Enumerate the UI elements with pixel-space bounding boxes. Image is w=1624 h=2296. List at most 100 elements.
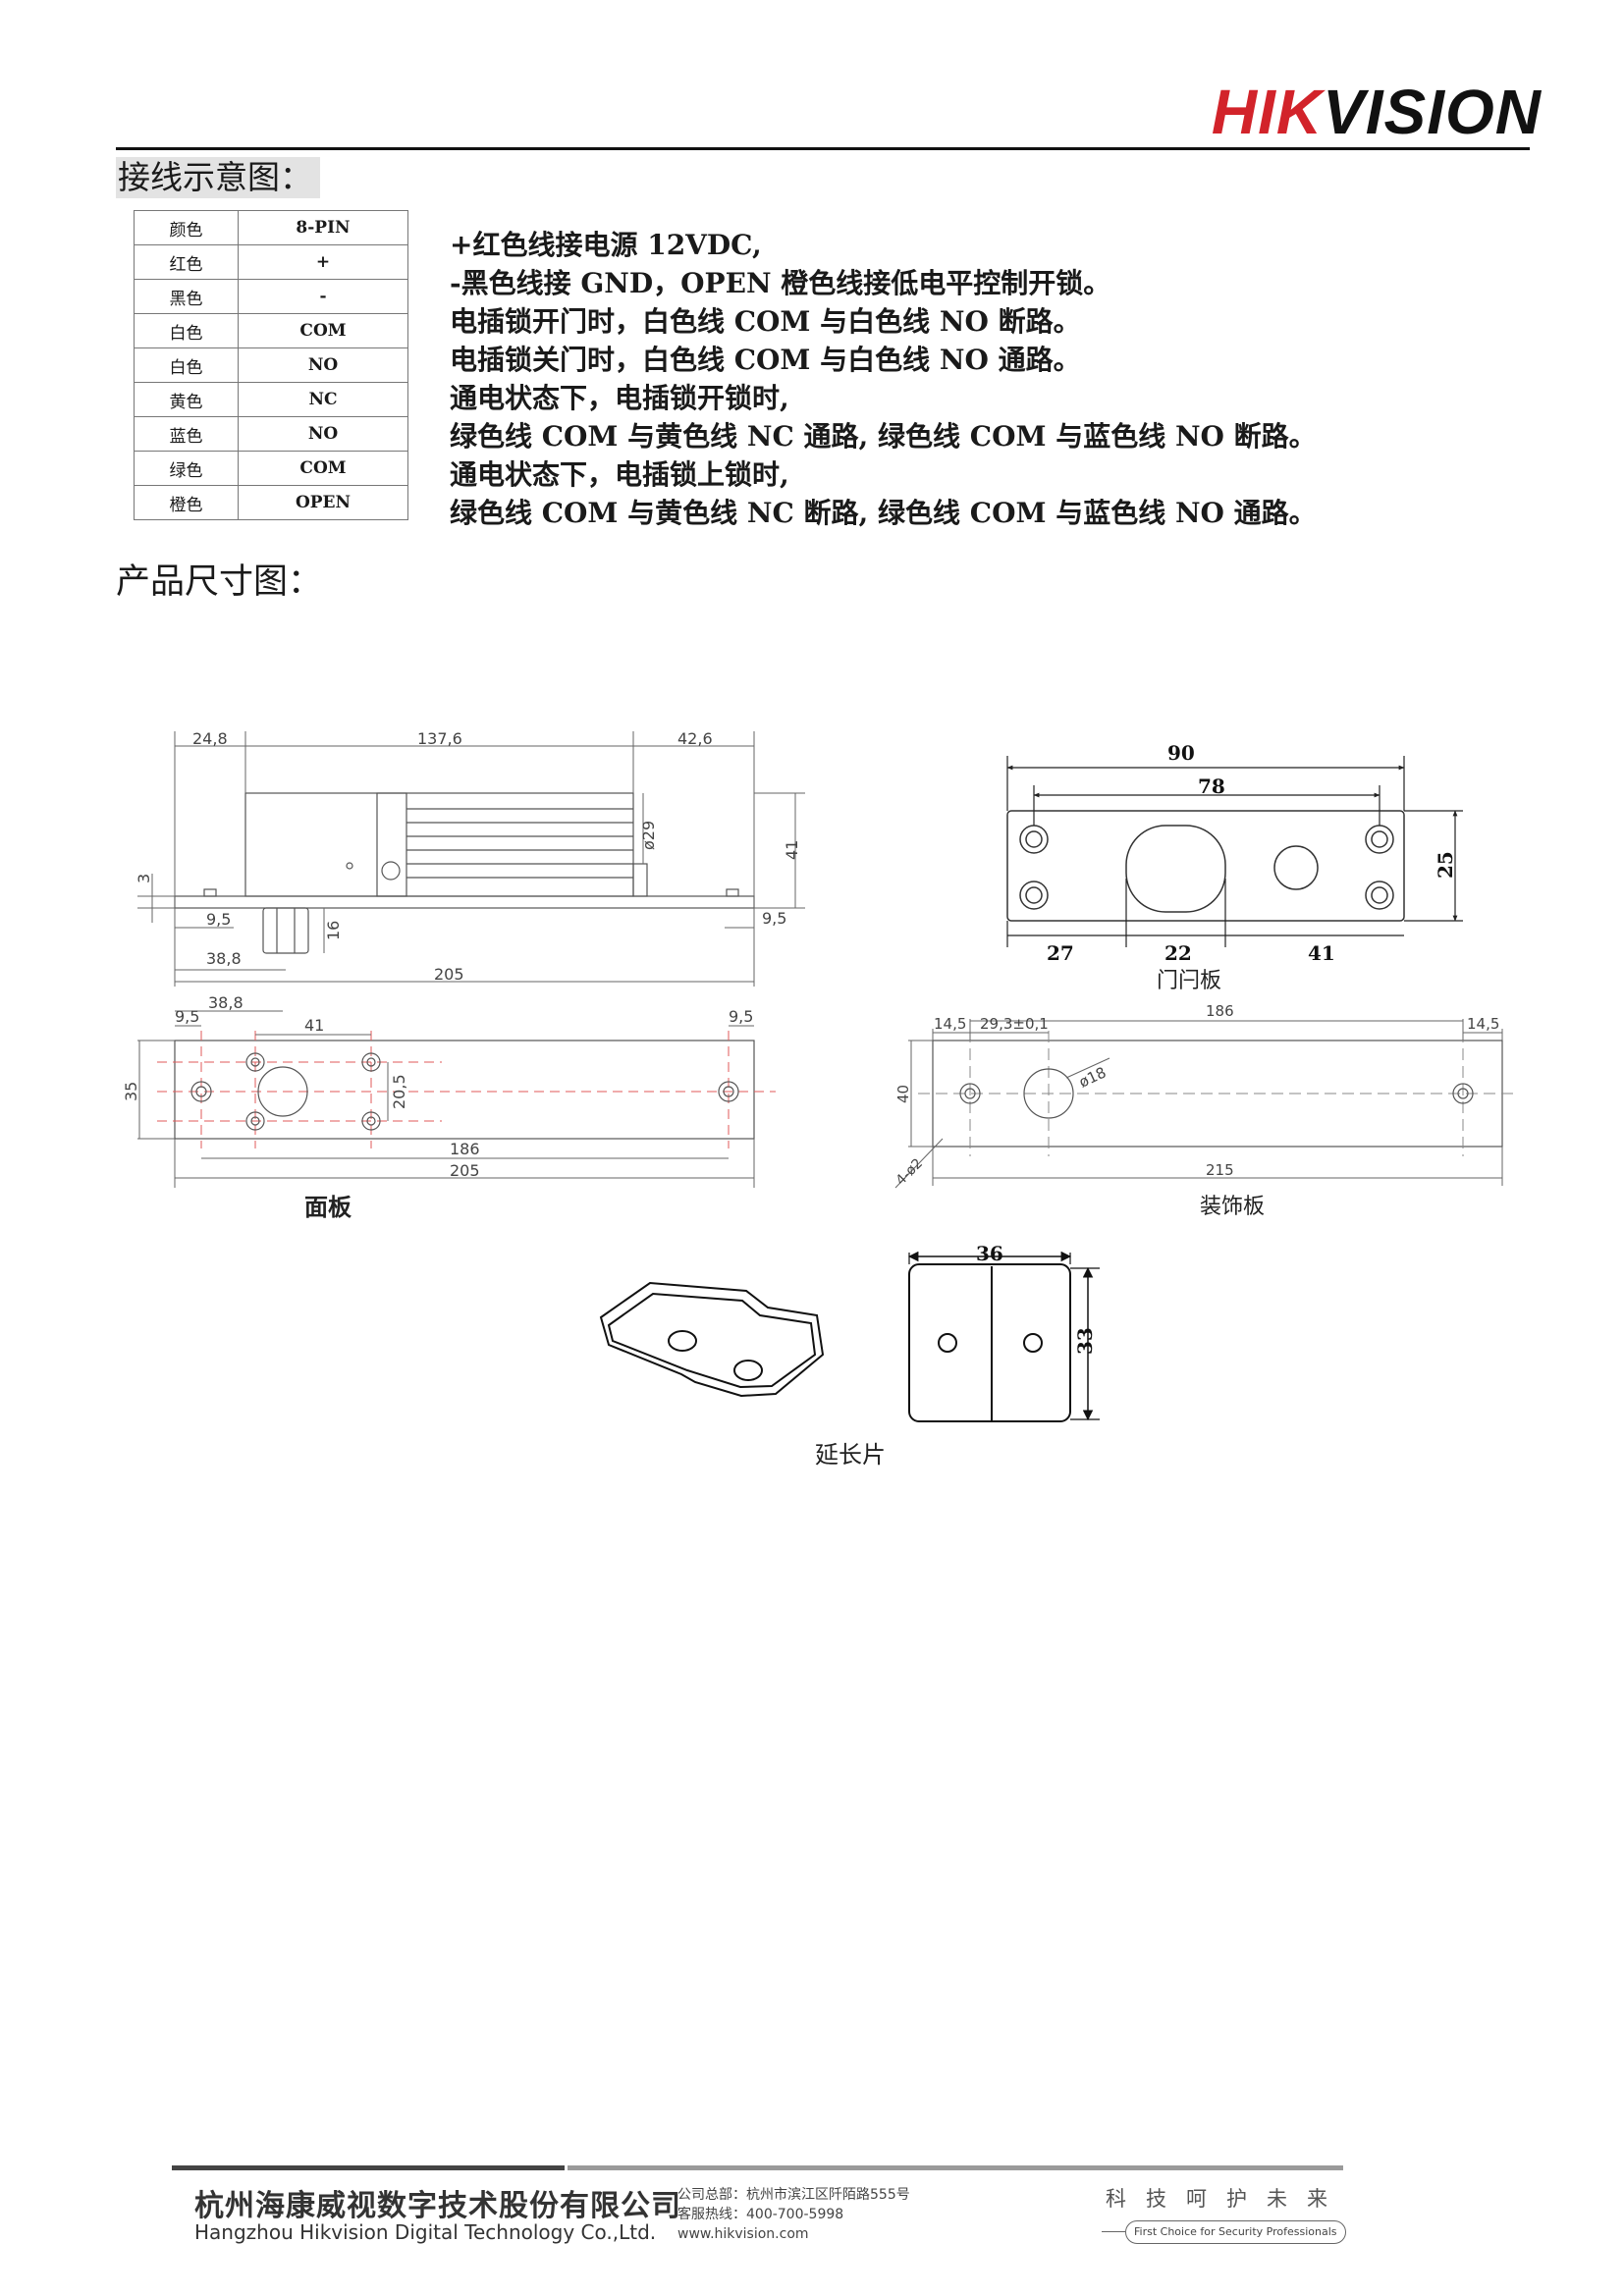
dim-label: 29,3±0,1 bbox=[980, 1015, 1049, 1033]
footer-hq: 公司总部：杭州市滨江区阡陌路555号 bbox=[677, 2187, 910, 2203]
footer-web: www.hikvision.com bbox=[677, 2226, 809, 2242]
dim-label: 38,8 bbox=[206, 949, 242, 968]
dim-label: 41 bbox=[783, 840, 801, 860]
table-cell: NO bbox=[238, 416, 408, 452]
wiring-description: +红色线接电源 12VDC, -黑色线接 GND，OPEN 橙色线接低电平控制开… bbox=[450, 226, 1317, 532]
lock-bolt bbox=[262, 907, 309, 954]
wiring-line: 绿色线 COM 与黄色线 NC 断路, 绿色线 COM 与蓝色线 NO 通路。 bbox=[450, 497, 1317, 529]
wiring-line: 电插锁开门时，白色线 COM 与白色线 NO 断路。 bbox=[450, 305, 1081, 338]
dim-label: 16 bbox=[324, 921, 343, 940]
deco-plate-hole bbox=[1023, 1068, 1074, 1119]
dim-label: 205 bbox=[450, 1161, 480, 1180]
table-cell: 红色 bbox=[133, 244, 240, 280]
lock-base-plate bbox=[174, 895, 755, 909]
dim-label: 41 bbox=[304, 1016, 324, 1035]
logo-hik: HIK bbox=[1211, 77, 1324, 147]
tagline-rule-left bbox=[1102, 2231, 1125, 2232]
faceplate-outline bbox=[174, 1040, 755, 1140]
faceplate-label: 面板 bbox=[304, 1193, 352, 1221]
dim-label: 40 bbox=[894, 1085, 912, 1103]
table-cell: 8-PIN bbox=[238, 210, 408, 245]
extension-outline bbox=[908, 1263, 1071, 1422]
extension-label: 延长片 bbox=[815, 1441, 886, 1468]
table-cell: 黑色 bbox=[133, 279, 240, 314]
dim-label: 78 bbox=[1198, 774, 1225, 798]
dim-label: ø29 bbox=[639, 821, 658, 850]
footer-contact: 公司总部：杭州市滨江区阡陌路555号 客服热线：400-700-5998 www… bbox=[677, 2185, 910, 2244]
header-rule bbox=[116, 147, 1530, 150]
dim-label: 215 bbox=[1206, 1161, 1234, 1179]
dim-label: 9,5 bbox=[175, 1007, 199, 1026]
dim-label: 35 bbox=[122, 1082, 140, 1101]
footer-bar-dark bbox=[172, 2165, 565, 2170]
wiring-line: 通电状态下，电插锁上锁时, bbox=[450, 458, 789, 491]
table-cell: NO bbox=[238, 347, 408, 383]
dim-label: 41 bbox=[1308, 941, 1335, 965]
dim-label: 27 bbox=[1047, 941, 1074, 965]
dim-label: 205 bbox=[434, 965, 464, 984]
table-cell: COM bbox=[238, 313, 408, 348]
dim-label: 22 bbox=[1164, 941, 1192, 965]
dim-label: 186 bbox=[450, 1140, 480, 1158]
table-cell: NC bbox=[238, 382, 408, 417]
dim-label: 20,5 bbox=[390, 1074, 408, 1109]
dim-label: 33 bbox=[1073, 1327, 1097, 1355]
dim-label: 14,5 bbox=[934, 1015, 966, 1033]
strike-plate-slot bbox=[1125, 825, 1226, 913]
dim-label: 9,5 bbox=[729, 1007, 753, 1026]
dim-label: 9,5 bbox=[762, 909, 786, 928]
dim-label: 186 bbox=[1206, 1002, 1234, 1020]
extension-front-view: 36 33 bbox=[907, 1242, 1100, 1422]
logo-vision: VISION bbox=[1323, 77, 1542, 147]
deco-plate-view: 14,5 29,3±0,1 186 14,5 40 ø18 4-ø2 215 bbox=[893, 1002, 1517, 1189]
dim-label: 24,8 bbox=[192, 729, 228, 748]
wiring-section-title: 接线示意图： bbox=[116, 157, 320, 198]
footer-tagline: First Choice for Security Professionals bbox=[1125, 2220, 1346, 2244]
faceplate-view: 38,8 9,5 41 9,5 35 20,5 186 205 bbox=[122, 993, 776, 1188]
dim-label: 137,6 bbox=[417, 729, 462, 748]
strike-plate-outline bbox=[1006, 810, 1405, 922]
table-cell: COM bbox=[238, 451, 408, 486]
table-cell: 颜色 bbox=[133, 210, 240, 245]
table-row: 黑色- bbox=[133, 279, 408, 314]
footer-bar-light bbox=[568, 2165, 1343, 2170]
footer-company-en: Hangzhou Hikvision Digital Technology Co… bbox=[194, 2220, 657, 2244]
dim-label: 42,6 bbox=[677, 729, 713, 748]
footer-tagline-wrap: First Choice for Security Professionals bbox=[1102, 2220, 1346, 2244]
footer-slogan: 科技呵护未来 bbox=[1106, 2187, 1347, 2211]
dim-label: 90 bbox=[1167, 741, 1195, 765]
dim-label: 38,8 bbox=[208, 993, 244, 1012]
table-cell: 黄色 bbox=[133, 382, 240, 417]
dim-label: 25 bbox=[1434, 851, 1457, 879]
table-cell: - bbox=[238, 279, 408, 314]
wiring-line: 通电状态下，电插锁开锁时, bbox=[450, 382, 789, 414]
footer-hotline: 客服热线：400-700-5998 bbox=[677, 2207, 844, 2222]
wiring-line: 电插锁关门时，白色线 COM 与白色线 NO 通路。 bbox=[450, 344, 1081, 376]
dim-label: 14,5 bbox=[1467, 1015, 1499, 1033]
wiring-line: -黑色线接 GND，OPEN 橙色线接低电平控制开锁。 bbox=[450, 267, 1111, 299]
faceplate-bolt-hole bbox=[257, 1066, 308, 1117]
wiring-line: 绿色线 COM 与黄色线 NC 通路, 绿色线 COM 与蓝色线 NO 断路。 bbox=[450, 420, 1317, 453]
table-row: 红色+ bbox=[133, 244, 408, 280]
dimension-section-title: 产品尺寸图： bbox=[116, 562, 323, 602]
table-cell: 蓝色 bbox=[133, 416, 240, 452]
hikvision-logo: HIKVISION bbox=[1212, 80, 1542, 143]
lock-side-view: 24,8 137,6 42,6 ø29 41 3 9,5 16 9,5 38,8… bbox=[135, 729, 805, 987]
lock-body bbox=[244, 792, 634, 897]
dim-label: ø18 bbox=[1076, 1063, 1109, 1091]
table-cell: 橙色 bbox=[133, 485, 240, 520]
table-cell: 绿色 bbox=[133, 451, 240, 486]
footer-company-cn: 杭州海康威视数字技术股份有限公司 bbox=[194, 2189, 681, 2223]
strike-plate-view: 90 78 25 27 22 41 bbox=[1006, 741, 1463, 965]
wiring-line: +红色线接电源 12VDC, bbox=[450, 229, 762, 261]
deco-plate-label: 装饰板 bbox=[1200, 1195, 1265, 1219]
